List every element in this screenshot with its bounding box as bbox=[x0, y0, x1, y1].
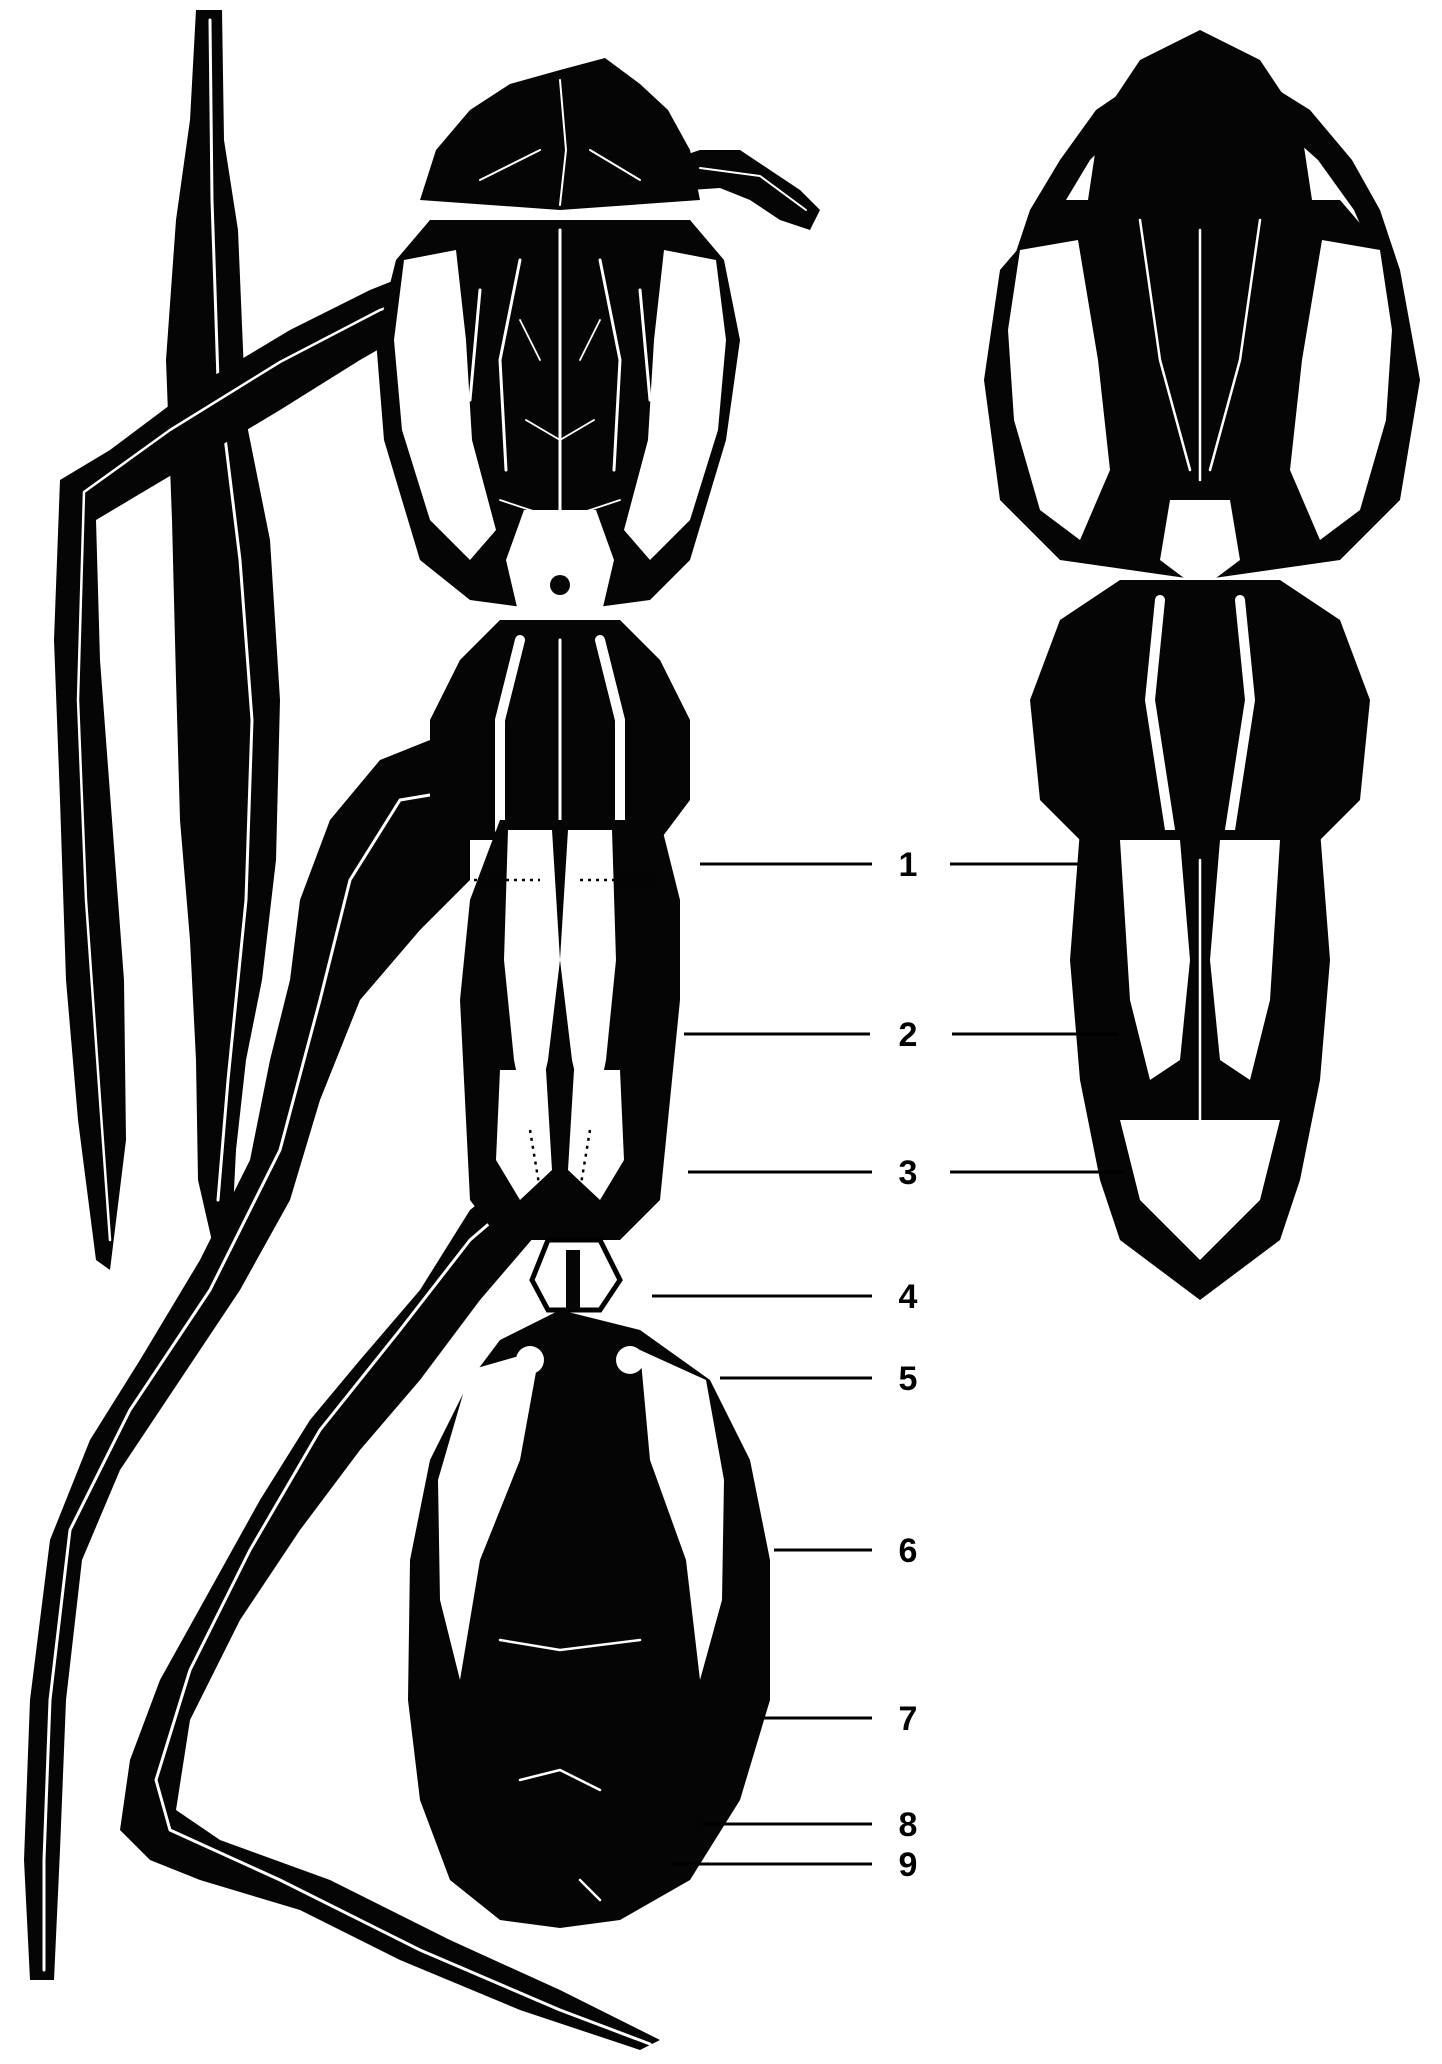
label-5: 5 bbox=[899, 1360, 918, 1398]
head-capsule bbox=[420, 58, 700, 210]
label-4: 4 bbox=[899, 1278, 918, 1316]
label-9: 9 bbox=[899, 1846, 918, 1884]
neck-segment bbox=[430, 620, 690, 840]
label-6: 6 bbox=[899, 1532, 918, 1570]
label-8: 8 bbox=[899, 1806, 918, 1844]
pale-segments bbox=[460, 820, 680, 1240]
label-1: 1 bbox=[899, 846, 918, 884]
ventral-thorax bbox=[984, 200, 1420, 590]
ventral-lower bbox=[1070, 830, 1330, 1300]
ventral-head bbox=[1088, 30, 1312, 220]
ventral-specimen bbox=[984, 30, 1420, 1300]
label-3: 3 bbox=[899, 1154, 918, 1192]
label-2: 2 bbox=[899, 1016, 918, 1054]
ventral-midbody bbox=[1030, 580, 1370, 840]
waist bbox=[532, 1240, 620, 1310]
left-antenna bbox=[166, 10, 280, 1250]
label-numbers: 1 2 3 4 5 6 7 8 9 bbox=[899, 846, 918, 1884]
label-7: 7 bbox=[899, 1700, 918, 1738]
dorsal-specimen bbox=[24, 10, 820, 2050]
thorax bbox=[376, 220, 740, 640]
abdomen bbox=[408, 1310, 770, 1928]
